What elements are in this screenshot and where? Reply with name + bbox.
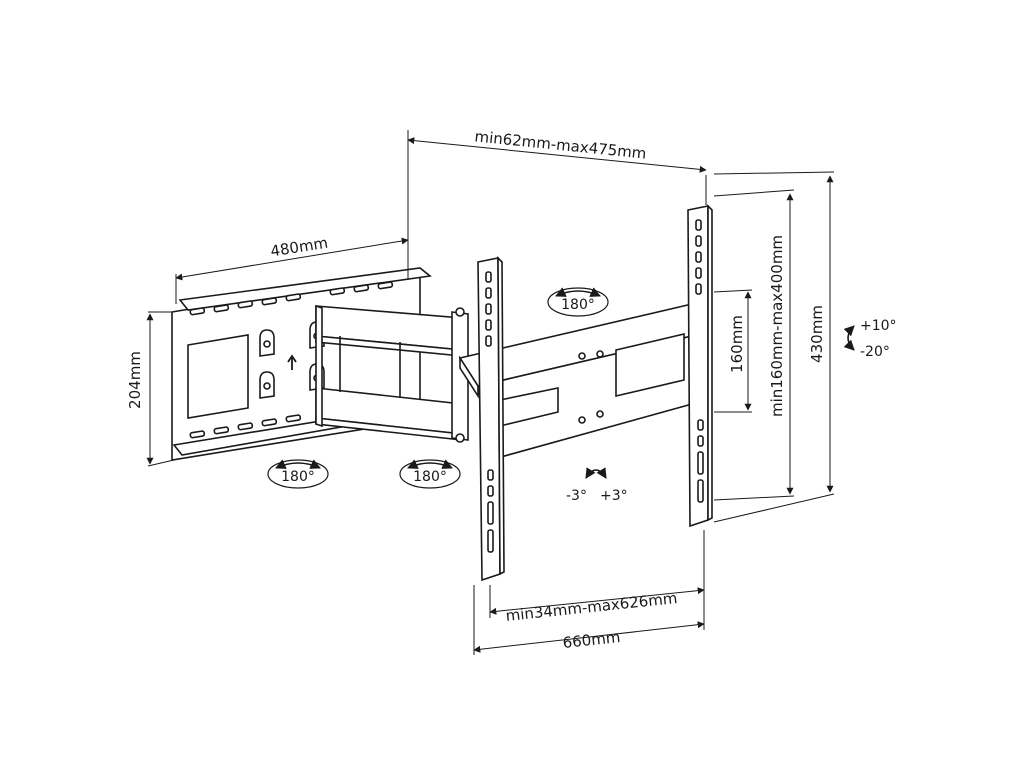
head-cutout-right: [615, 332, 685, 398]
wall-plate-width-label: 480mm: [269, 234, 329, 261]
swivel-middle-label: 180°: [413, 469, 447, 485]
rotation-badge-middle: 180°: [399, 459, 461, 489]
vesa-vertical-range-label: min160mm-max400mm: [768, 235, 786, 417]
wall-plate-top-slots: [189, 281, 394, 316]
wall-plate-height-label: 204mm: [126, 351, 144, 409]
vesa-horizontal-range-label: min34mm-max626mm: [505, 589, 678, 625]
level-plus-label: +3°: [600, 488, 628, 504]
rotation-badge-head: 180°: [547, 287, 609, 317]
articulating-arm: [315, 302, 693, 462]
tilt-arrow-icon: [843, 325, 855, 351]
arm-extension-label: min62mm-max475mm: [474, 127, 647, 162]
rail-left-holes: [485, 271, 494, 553]
swivel-head-label: 180°: [561, 297, 595, 313]
vesa-rail-right: [687, 204, 713, 528]
level-minus-label: -3°: [566, 488, 587, 504]
vesa-rail-left: [477, 256, 505, 582]
level-adjust-indicator: -3° +3°: [566, 467, 628, 504]
bracket-height-label: 430mm: [808, 305, 826, 363]
level-arrow-icon: [585, 467, 607, 479]
dimension-lines: [146, 130, 835, 655]
bracket-width-label: 660mm: [562, 628, 621, 652]
tilt-indicator: +10° -20°: [843, 318, 897, 360]
swivel-wall-label: 180°: [281, 469, 315, 485]
tilt-down-label: -20°: [860, 344, 890, 360]
rail-right-holes: [695, 219, 704, 503]
tilt-up-label: +10°: [860, 318, 897, 334]
wall-plate-cutout: [187, 334, 249, 419]
vesa-vertical-inner-label: 160mm: [728, 315, 746, 373]
rotation-badge-wall: 180°: [267, 459, 329, 489]
